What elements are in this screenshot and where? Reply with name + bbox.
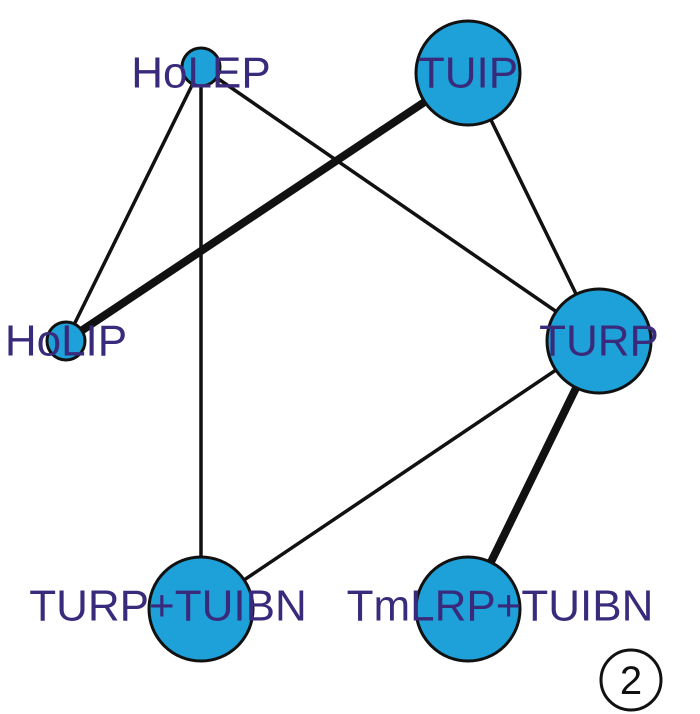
badge-text: 2: [620, 659, 642, 703]
node-label-holip: HoLIP: [5, 317, 127, 366]
figure-number-badge: 2: [599, 648, 663, 712]
node-turp_tuibn: [147, 555, 255, 663]
node-label-turp_tuibn: TURP+TUIBN: [29, 582, 306, 631]
node-holip: [45, 320, 87, 362]
nodes-layer: [45, 19, 653, 663]
edge-tuip-holip: [62, 69, 472, 345]
edges-layer: [62, 65, 603, 613]
node-label-holep: HoLEP: [131, 49, 270, 98]
edge-holep-holip: [64, 65, 203, 343]
labels-layer: HoLEP TUIP HoLIP TURP TURP+TUIBN TmLRP+TUIBN: [5, 49, 659, 631]
node-label-tmlrp_tuibn: TmLRP+TUIBN: [347, 582, 654, 631]
node-tmlrp_tuibn: [414, 555, 522, 663]
node-holep: [180, 46, 222, 88]
node-label-turp: TURP: [539, 317, 659, 366]
node-tuip: [414, 19, 522, 127]
node-turp: [545, 287, 653, 395]
edge-holep-turp: [199, 65, 601, 343]
edge-turp-turp_tuibn: [199, 339, 601, 611]
badge-circle: [599, 648, 663, 712]
node-label-tuip: TUIP: [418, 49, 518, 98]
